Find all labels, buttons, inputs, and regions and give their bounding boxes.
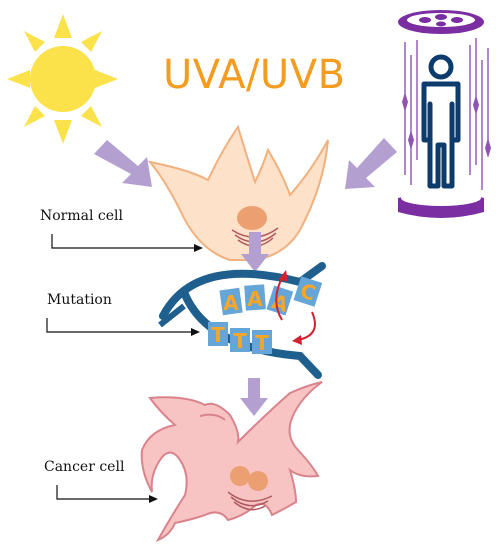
person-icon — [421, 54, 461, 189]
uv-arrow-right — [345, 138, 397, 189]
arrow-normal-to-mutation — [241, 232, 269, 272]
normal-cell — [147, 124, 329, 261]
tanning-bed-icon — [398, 10, 491, 218]
mutation-arrows — [275, 275, 316, 341]
mutated-base-box — [293, 276, 323, 307]
mutated-base-c: C — [297, 278, 318, 305]
label-pointers — [46, 234, 196, 500]
normal-cell-label: Normal cell — [40, 208, 124, 224]
base-t-3: T — [255, 331, 269, 355]
base-a-1: A — [223, 291, 239, 315]
base-t-1: T — [211, 323, 225, 347]
cancer-cell-label: Cancer cell — [44, 459, 125, 475]
mutation-arrow-heads — [279, 270, 302, 345]
mutation-label: Mutation — [47, 292, 112, 308]
arrow-mutation-to-cancer — [240, 378, 268, 416]
sun-icon — [7, 14, 118, 144]
dna-bottom-bases — [208, 322, 272, 354]
base-t-2: T — [233, 329, 247, 353]
cancer-cell — [140, 381, 323, 543]
dna-top-bases — [219, 284, 294, 316]
dna-helix: A A A T T T C — [158, 262, 326, 379]
label-pointer-heads — [149, 244, 203, 503]
uva-uvb-title: UVA/UVB — [163, 52, 346, 98]
base-a-2: A — [247, 287, 263, 311]
uv-arrow-left — [94, 140, 152, 187]
